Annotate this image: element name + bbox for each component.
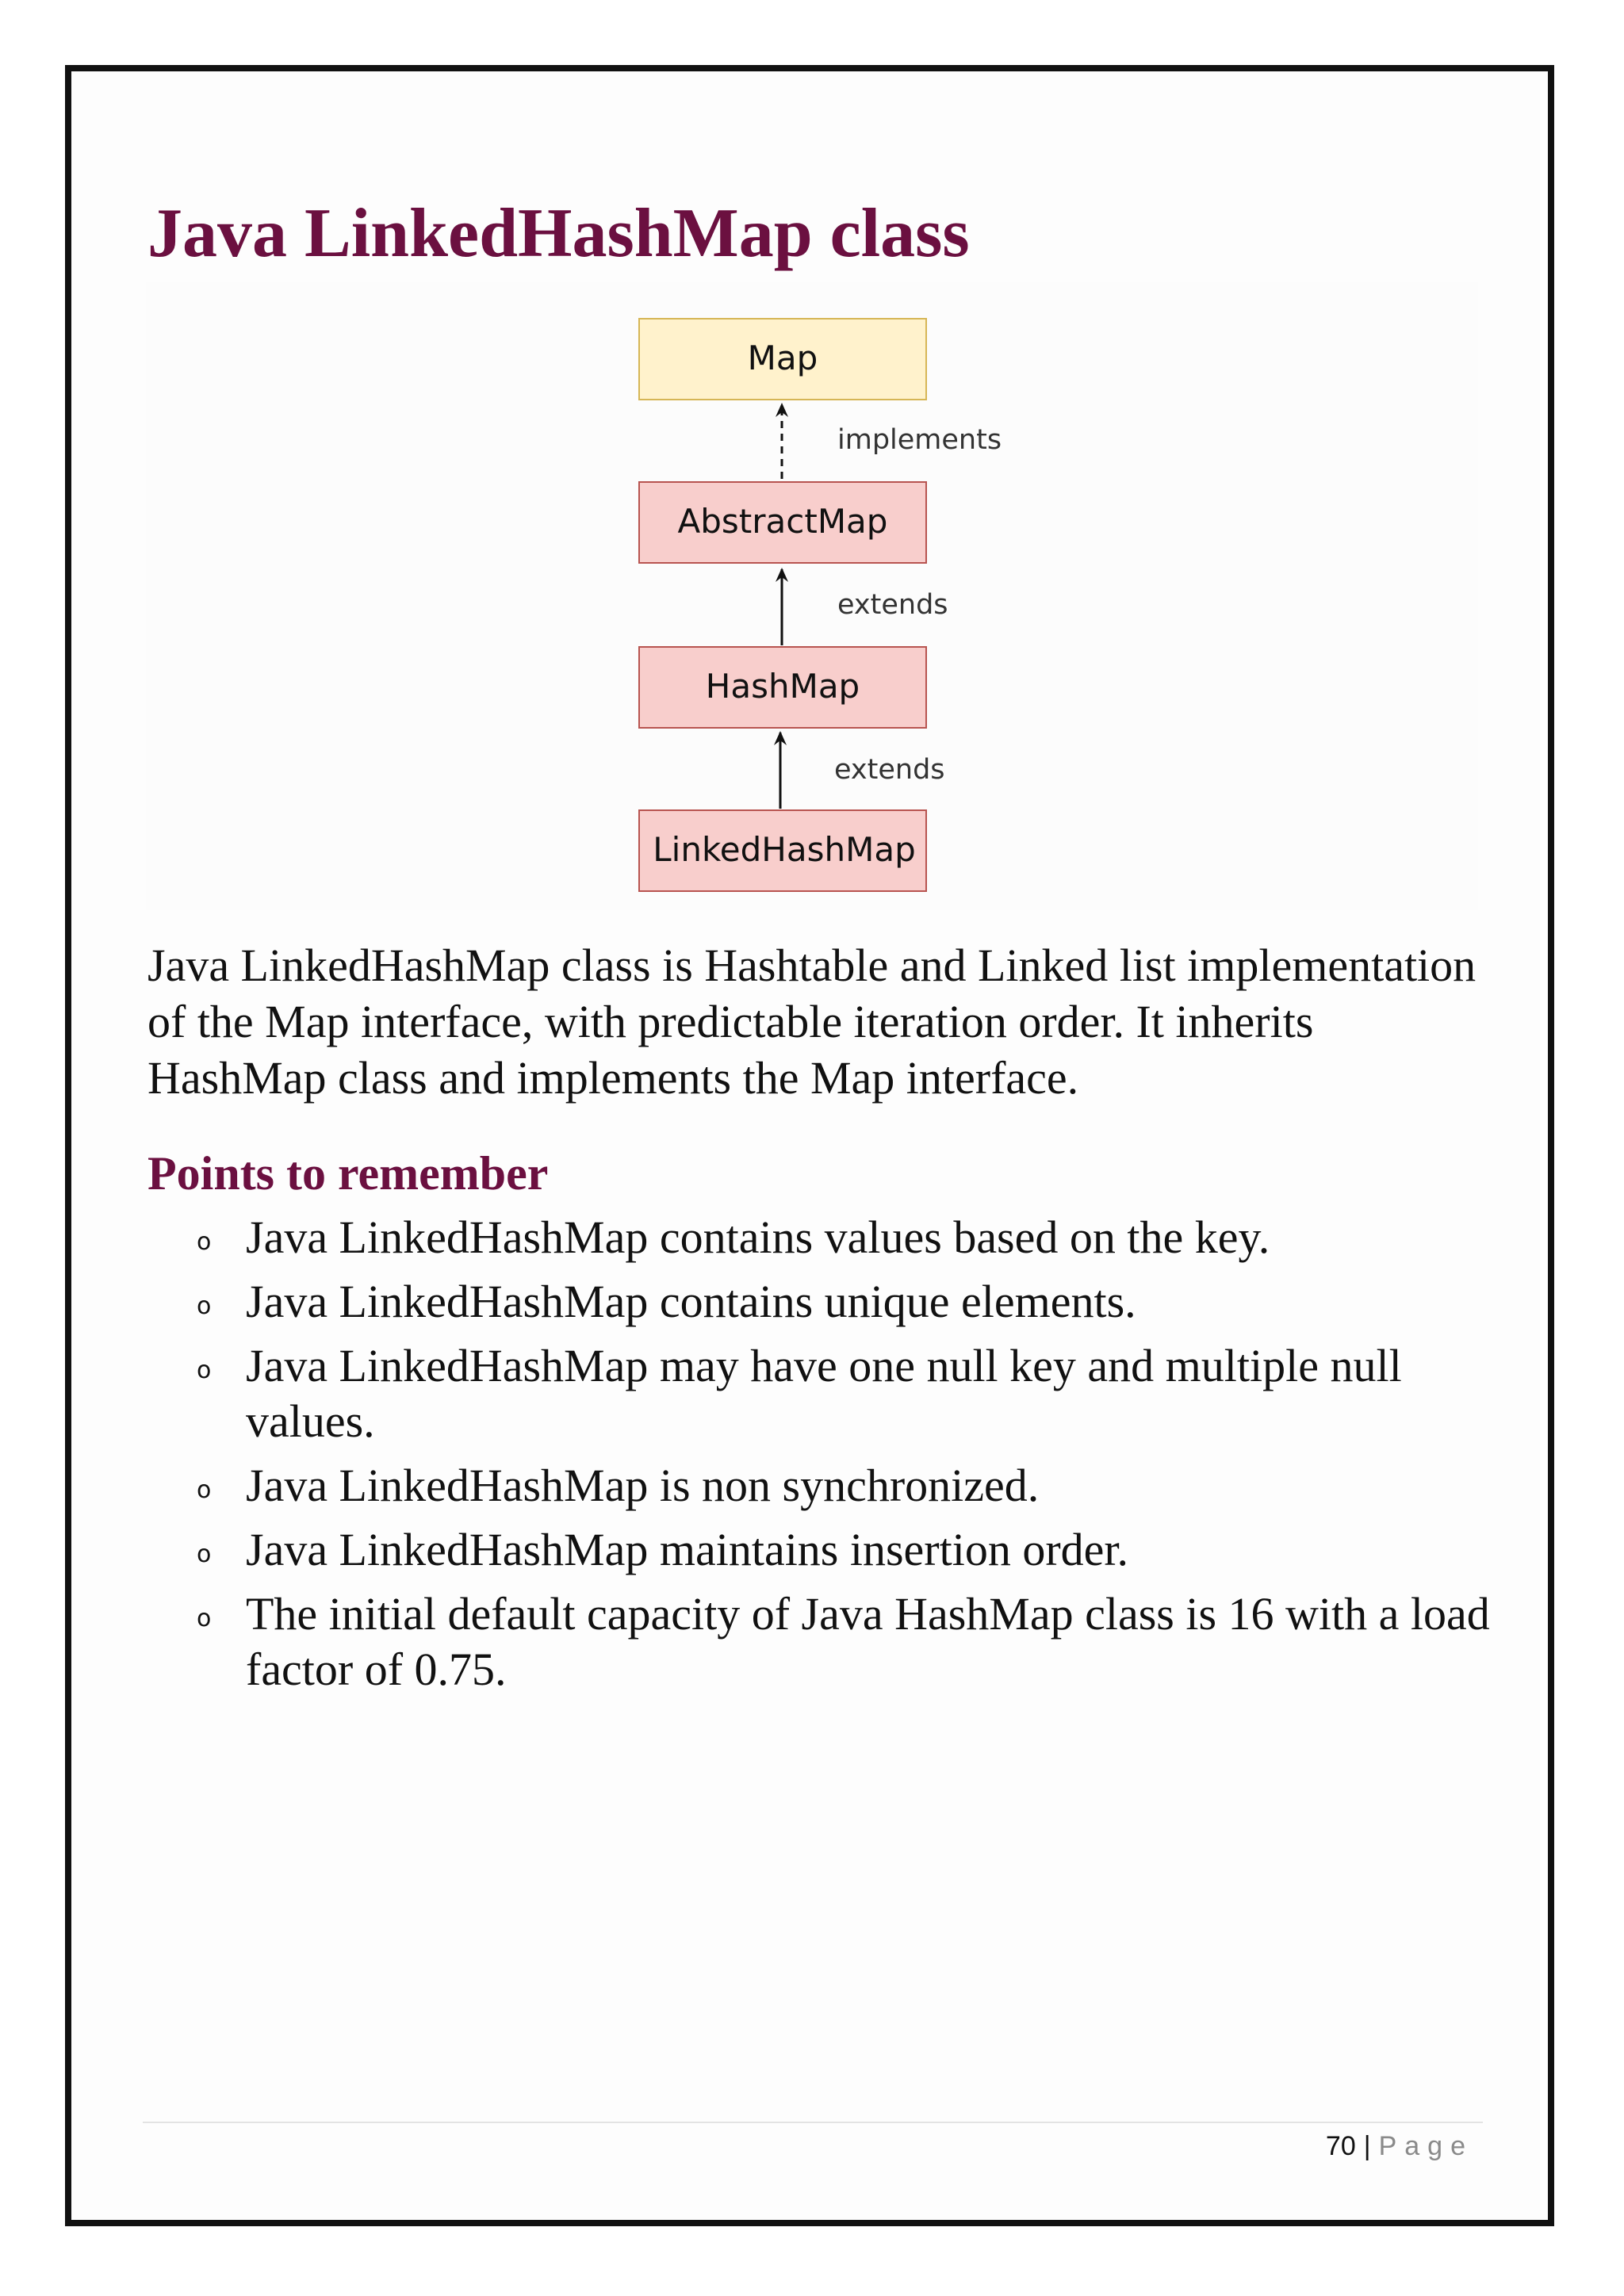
bullet-icon: o (197, 1357, 212, 1384)
edge-label: extends (834, 754, 945, 786)
page-title: Java LinkedHashMap class (147, 195, 970, 272)
node-label: AbstractMap (678, 502, 888, 541)
intro-paragraph: Java LinkedHashMap class is Hashtable an… (147, 939, 1477, 1104)
node-box (638, 318, 927, 400)
arrowhead-icon (776, 568, 788, 582)
list-item-text: Java LinkedHashMap contains unique eleme… (246, 1276, 1136, 1327)
list-item: o The initial default capacity of Java Ha… (147, 1586, 1496, 1697)
section-heading: Points to remember (147, 1147, 549, 1200)
page-number: 70 (1325, 2131, 1356, 2161)
node-label: Map (748, 339, 818, 377)
bullet-icon: o (197, 1292, 212, 1320)
list-item-text: Java LinkedHashMap may have one null key… (246, 1340, 1402, 1447)
list-item: o Java LinkedHashMap contains values base… (147, 1210, 1496, 1265)
footer-separator: | (1363, 2131, 1371, 2161)
list-item-text: The initial default capacity of Java Has… (246, 1588, 1490, 1695)
hierarchy-svg: implements extends extends Map AbstractM… (638, 318, 1002, 892)
footer-divider (143, 2122, 1483, 2123)
page-footer: 70|Page (1326, 2131, 1473, 2162)
list-item-text: Java LinkedHashMap contains values based… (246, 1211, 1270, 1263)
edge-implements: implements (776, 403, 1002, 479)
list-item: o Java LinkedHashMap is non synchronized. (147, 1458, 1496, 1513)
node-box (638, 809, 927, 892)
list-item-text: Java LinkedHashMap maintains insertion o… (246, 1524, 1129, 1575)
edge-label: implements (837, 424, 1002, 456)
points-list: o Java LinkedHashMap contains values base… (147, 1210, 1496, 1706)
page-label: Page (1378, 2131, 1473, 2161)
arrowhead-icon (774, 731, 787, 745)
list-item: o Java LinkedHashMap maintains insertion … (147, 1522, 1496, 1578)
bullet-icon: o (197, 1605, 212, 1632)
list-item: o Java LinkedHashMap contains unique elem… (147, 1274, 1496, 1330)
node-abstractmap: AbstractMap (638, 481, 927, 564)
bullet-icon: o (197, 1540, 212, 1568)
bullet-icon: o (197, 1228, 212, 1256)
node-map: Map (638, 318, 927, 400)
node-linkedhashmap: LinkedHashMap (638, 809, 927, 892)
node-label: LinkedHashMap (653, 830, 915, 869)
list-item-text: Java LinkedHashMap is non synchronized. (246, 1460, 1040, 1511)
edge-extends-hashmap: extends (774, 731, 945, 809)
bullet-icon: o (197, 1476, 212, 1504)
edge-extends-abstractmap: extends (776, 568, 948, 645)
node-label: HashMap (706, 667, 860, 706)
node-hashmap: HashMap (638, 646, 927, 729)
class-hierarchy-diagram: implements extends extends Map AbstractM… (146, 282, 1478, 910)
arrowhead-icon (776, 403, 788, 417)
node-box (638, 646, 927, 729)
node-box (638, 481, 927, 564)
list-item: o Java LinkedHashMap may have one null ke… (147, 1338, 1496, 1449)
edge-label: extends (837, 589, 948, 621)
